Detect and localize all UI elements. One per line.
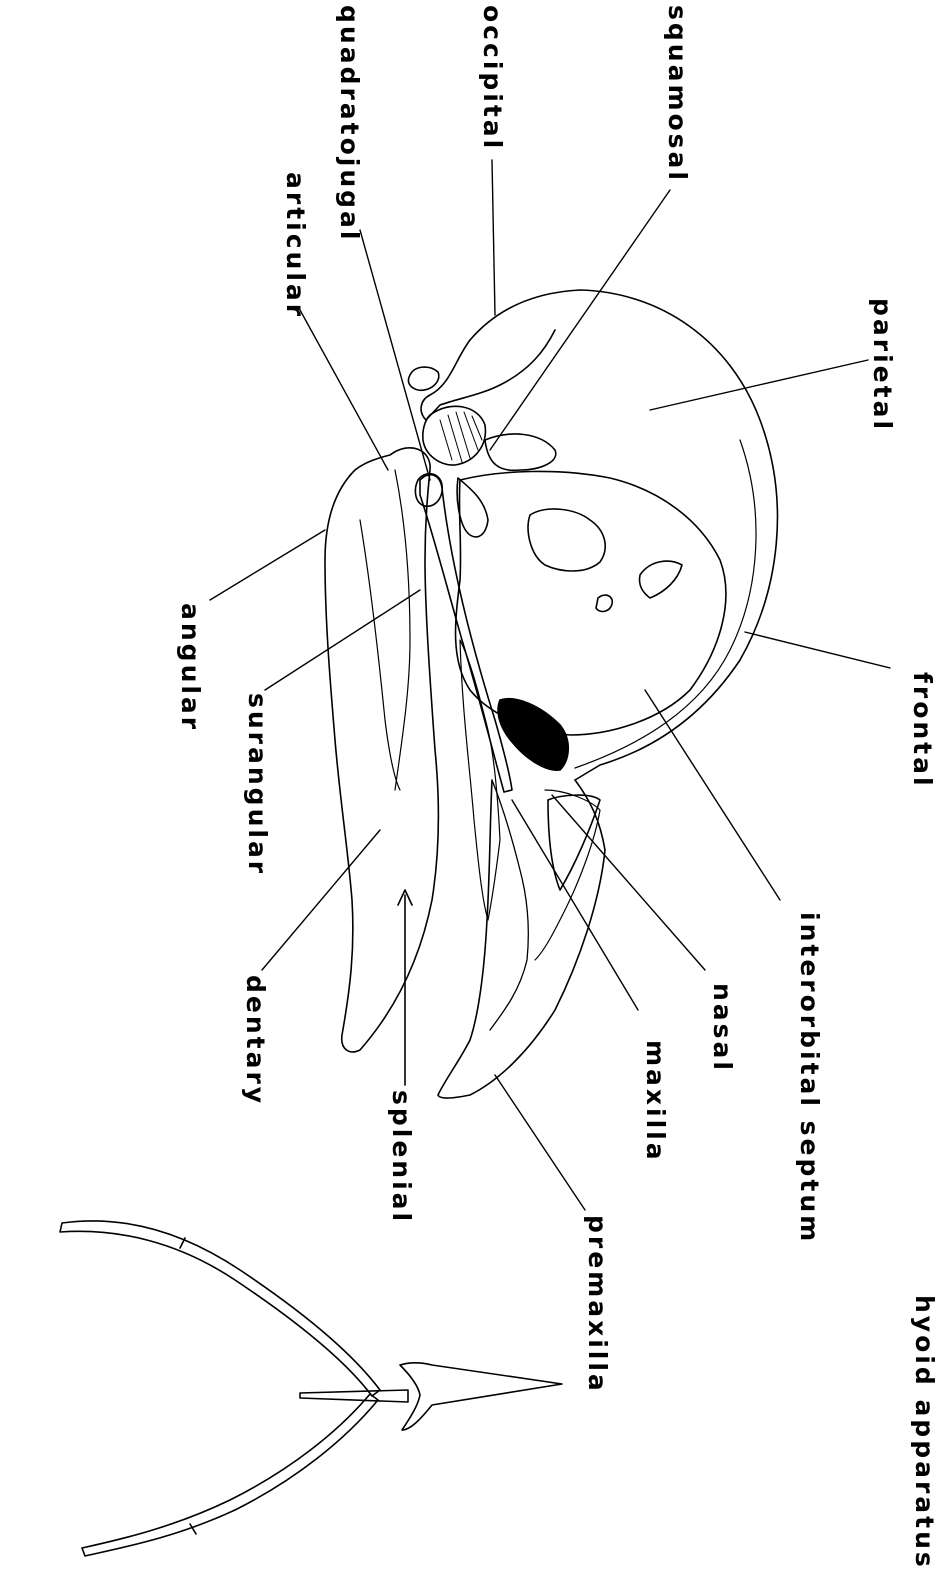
septum-fenestra xyxy=(528,509,605,571)
label-maxilla: maxilla xyxy=(643,1040,668,1163)
lacrimal-fragment xyxy=(639,561,682,598)
occipital-bone xyxy=(421,330,555,420)
label-premaxilla: premaxilla xyxy=(585,1215,610,1394)
squamosal-plate xyxy=(485,434,556,470)
label-articular: articular xyxy=(283,172,308,319)
label-interorbital-septum: interorbital septum xyxy=(797,912,822,1244)
hyoid-ceratobranchial-upper xyxy=(60,1221,380,1396)
hyoid-joint-lower xyxy=(190,1524,196,1534)
orbit-outline xyxy=(456,471,726,735)
occipital-condyle xyxy=(408,367,438,390)
mandible-inner xyxy=(360,520,400,790)
hyoid-drawing xyxy=(60,1221,562,1556)
leader-lines xyxy=(210,160,890,1210)
surangular-ridge xyxy=(395,470,410,790)
label-dentary: dentary xyxy=(243,975,268,1106)
label-splenial: splenial xyxy=(389,1090,414,1224)
label-parietal: parietal xyxy=(870,298,895,432)
hyoid-entoglossum xyxy=(400,1363,562,1430)
hyoid-basihyal xyxy=(300,1390,408,1402)
splenial-arrow xyxy=(398,890,412,1085)
label-frontal: frontal xyxy=(910,672,935,789)
septum-small-hole xyxy=(596,595,612,611)
upper-bill-inner xyxy=(535,790,600,960)
label-surangular: surangular xyxy=(245,693,270,876)
label-nasal: nasal xyxy=(710,983,735,1073)
hyoid-ceratobranchial-lower xyxy=(82,1394,378,1556)
label-squamosal: squamosal xyxy=(665,5,690,183)
cranium-inner-line xyxy=(575,440,756,768)
label-quadratojugal: quadratojugal xyxy=(337,5,362,243)
pterygoid xyxy=(457,478,488,537)
label-angular: angular xyxy=(178,603,203,732)
mandible-outline xyxy=(325,448,438,1052)
label-occipital: occipital xyxy=(480,5,505,151)
nasal-cavity xyxy=(498,699,568,770)
label-hyoid-apparatus: hyoid apparatus xyxy=(912,1295,937,1570)
